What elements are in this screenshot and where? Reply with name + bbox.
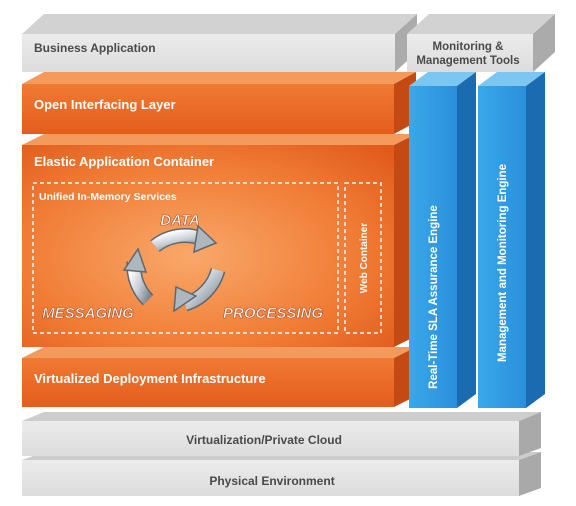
virtualization-private-cloud-layer: Virtualization/Private Cloud xyxy=(22,412,541,456)
virtualized-deployment-infrastructure-layer: Virtualized Deployment Infrastructure xyxy=(22,347,416,407)
sla-assurance-engine-label: Real-Time SLA Assurance Engine xyxy=(428,205,440,389)
management-monitoring-engine-label: Management and Monitoring Engine xyxy=(497,164,509,362)
monitoring-management-tools-layer: Monitoring & Management Tools xyxy=(407,14,555,72)
unified-in-memory-services-label: Unified In-Memory Services xyxy=(39,191,177,203)
refresh-cycle-icon xyxy=(122,224,226,313)
cycle-messaging-label: MESSAGING xyxy=(42,305,134,322)
elastic-application-container-label: Elastic Application Container xyxy=(34,154,214,169)
elastic-application-container-layer: Elastic Application Container Unified In… xyxy=(22,134,416,347)
web-container-box xyxy=(344,182,382,334)
cycle-data-label: DATA xyxy=(160,212,199,229)
business-application-label: Business Application xyxy=(34,41,156,55)
monitoring-tools-label-line1: Monitoring & xyxy=(433,41,504,53)
business-application-layer: Business Application xyxy=(22,14,417,72)
cycle-processing-label: PROCESSING xyxy=(223,305,323,322)
unified-in-memory-services-box xyxy=(32,182,339,334)
physical-environment-label: Physical Environment xyxy=(209,474,334,488)
physical-environment-layer: Physical Environment xyxy=(22,452,541,496)
sla-assurance-engine-column: Real-Time SLA Assurance Engine xyxy=(409,72,476,408)
management-monitoring-engine-column: Management and Monitoring Engine xyxy=(478,72,545,408)
web-container-label: Web Container xyxy=(359,223,370,293)
open-interfacing-layer-label: Open Interfacing Layer xyxy=(34,97,176,112)
open-interfacing-layer: Open Interfacing Layer xyxy=(22,72,416,134)
virtualization-private-cloud-label: Virtualization/Private Cloud xyxy=(186,433,342,447)
monitoring-tools-label-line2: Management Tools xyxy=(416,55,519,67)
virtualized-deployment-infrastructure-label: Virtualized Deployment Infrastructure xyxy=(34,371,266,386)
